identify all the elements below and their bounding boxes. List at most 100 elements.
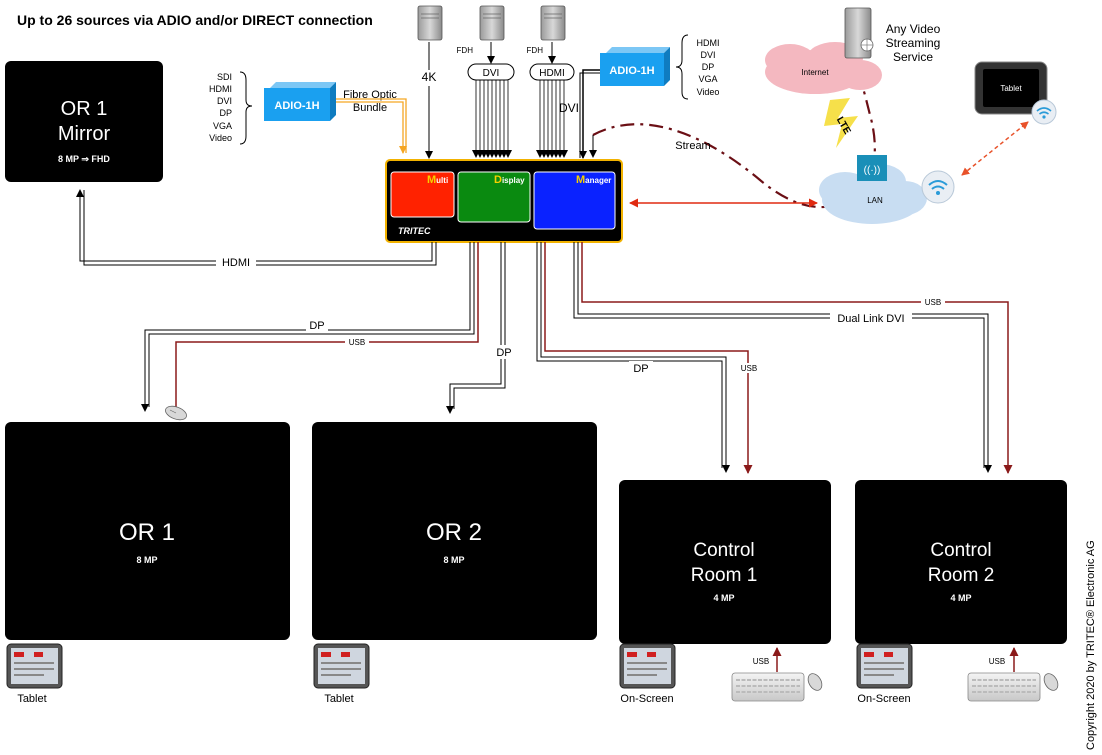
format-label: SDI <box>217 72 232 82</box>
fibre-label: Bundle <box>353 102 387 114</box>
copyright: Copyright 2020 by TRITEC® Electronic AG <box>1085 540 1097 750</box>
control-label: On-Screen <box>857 693 910 705</box>
dp-connection-or2 <box>446 242 506 414</box>
format-label: DP <box>702 62 715 72</box>
right-source-format-list: HDMI DVI DP VGA Video <box>697 38 720 97</box>
adio-label: ADIO-1H <box>609 65 654 77</box>
svg-text:Multi: Multi <box>427 174 448 186</box>
display-spec: 4 MP <box>950 593 971 603</box>
connection-label: DP <box>496 347 511 359</box>
display-title: Control <box>930 540 991 561</box>
dvi-fan-lines <box>472 80 512 158</box>
usb-connection-cr2 <box>581 242 1013 474</box>
display-title: Room 2 <box>928 565 995 586</box>
display-spec: 4 MP <box>713 593 734 603</box>
format-label: VGA <box>213 121 232 131</box>
format-label: DVI <box>700 50 715 60</box>
router-icon: ((·)) <box>857 155 887 181</box>
connection-label: USB <box>349 338 365 347</box>
control-label: Tablet <box>17 693 46 705</box>
tablet-icon <box>313 643 370 689</box>
display-title: Control <box>693 540 754 561</box>
format-label: Video <box>697 87 720 97</box>
display-title: OR 2 <box>426 519 482 546</box>
fdh-label: FDH <box>457 46 474 55</box>
page-title: Up to 26 sources via ADIO and/or DIRECT … <box>17 12 373 28</box>
server-icon <box>417 5 443 41</box>
lan-cloud: LAN <box>819 164 927 224</box>
connection-label: DP <box>633 363 648 375</box>
fibre-connection <box>336 101 407 154</box>
svg-text:Display: Display <box>494 174 525 186</box>
on-screen-icon <box>619 643 676 689</box>
display-title: OR 1 <box>61 98 108 120</box>
svg-text:LAN: LAN <box>867 196 883 205</box>
control-label: Tablet <box>324 693 353 705</box>
adio-right-connection <box>579 69 600 159</box>
svg-text:Manager: Manager <box>576 174 611 186</box>
connection-label: USB <box>753 657 769 666</box>
display-or2: OR 2 8 MP <box>312 422 597 640</box>
streaming-service-label: Streaming <box>886 36 941 50</box>
wifi-icon <box>1031 99 1057 125</box>
fibre-label: Fibre Optic <box>343 89 397 101</box>
server-icon <box>540 5 566 41</box>
left-source-format-list: SDI HDMI DVI DP VGA Video <box>209 72 232 143</box>
adio-box-left: ADIO-1H <box>264 82 336 121</box>
display-title: Mirror <box>58 123 111 145</box>
svg-text:Internet: Internet <box>801 68 829 77</box>
mouse-icon <box>1043 673 1059 691</box>
display-control-room-1: Control Room 1 4 MP <box>619 480 831 644</box>
connection-label: HDMI <box>222 257 250 269</box>
format-label: VGA <box>698 74 717 84</box>
dual-link-dvi-connection <box>573 242 992 473</box>
label-4k: 4K <box>422 70 437 84</box>
streaming-service-label: Service <box>893 50 933 64</box>
format-label: DP <box>219 108 232 118</box>
format-label: Video <box>209 133 232 143</box>
panel-display <box>457 171 531 223</box>
display-spec: 8 MP <box>443 555 464 565</box>
lte-bolt-icon: LTE <box>824 98 858 148</box>
svg-text:Tablet: Tablet <box>1000 84 1022 93</box>
keyboard-icon <box>731 672 805 702</box>
hdmi-connection <box>76 189 437 266</box>
display-or1: OR 1 8 MP <box>5 422 290 640</box>
fdh-label: FDH <box>527 46 544 55</box>
panel-manager <box>533 171 616 230</box>
tritec-logo: TRITEC <box>398 226 431 236</box>
on-screen-icon <box>856 643 913 689</box>
svg-text:HDMI: HDMI <box>539 68 565 79</box>
adio-box-right: ADIO-1H <box>600 47 670 86</box>
format-label: DVI <box>217 96 232 106</box>
multidisplay-manager-unit: Multi Display Manager TRITEC <box>385 159 623 243</box>
adio-label: ADIO-1H <box>274 100 319 112</box>
svg-text:DVI: DVI <box>483 68 500 79</box>
connection-label: DP <box>309 320 324 332</box>
format-label: HDMI <box>697 38 720 48</box>
connection-label: USB <box>925 298 941 307</box>
mouse-icon <box>165 405 187 421</box>
tablet-icon <box>6 643 63 689</box>
right-source-brace <box>675 34 689 100</box>
connection-label: Dual Link DVI <box>837 313 904 325</box>
hdmi-pill: HDMI <box>529 63 575 81</box>
display-spec: 8 MP ⇒ FHD <box>58 154 110 164</box>
keyboard-icon <box>967 672 1041 702</box>
display-control-room-2: Control Room 2 4 MP <box>855 480 1067 644</box>
display-spec: 8 MP <box>136 555 157 565</box>
tablet-wifi-link <box>961 121 1029 176</box>
display-title: Room 1 <box>691 565 758 586</box>
streaming-server-icon <box>844 7 874 59</box>
tablet-remote-icon: Tablet <box>974 61 1048 115</box>
wifi-icon <box>921 170 955 204</box>
usb-connection-or1 <box>175 242 479 408</box>
display-or1-mirror: OR 1 Mirror 8 MP ⇒ FHD <box>5 61 163 182</box>
connection-label: USB <box>989 657 1005 666</box>
server-icon <box>479 5 505 41</box>
connection-label: USB <box>741 364 757 373</box>
hdmi-fan-lines <box>536 80 568 158</box>
display-title: OR 1 <box>119 519 175 546</box>
format-label: HDMI <box>209 84 232 94</box>
panel-multi <box>390 171 455 218</box>
